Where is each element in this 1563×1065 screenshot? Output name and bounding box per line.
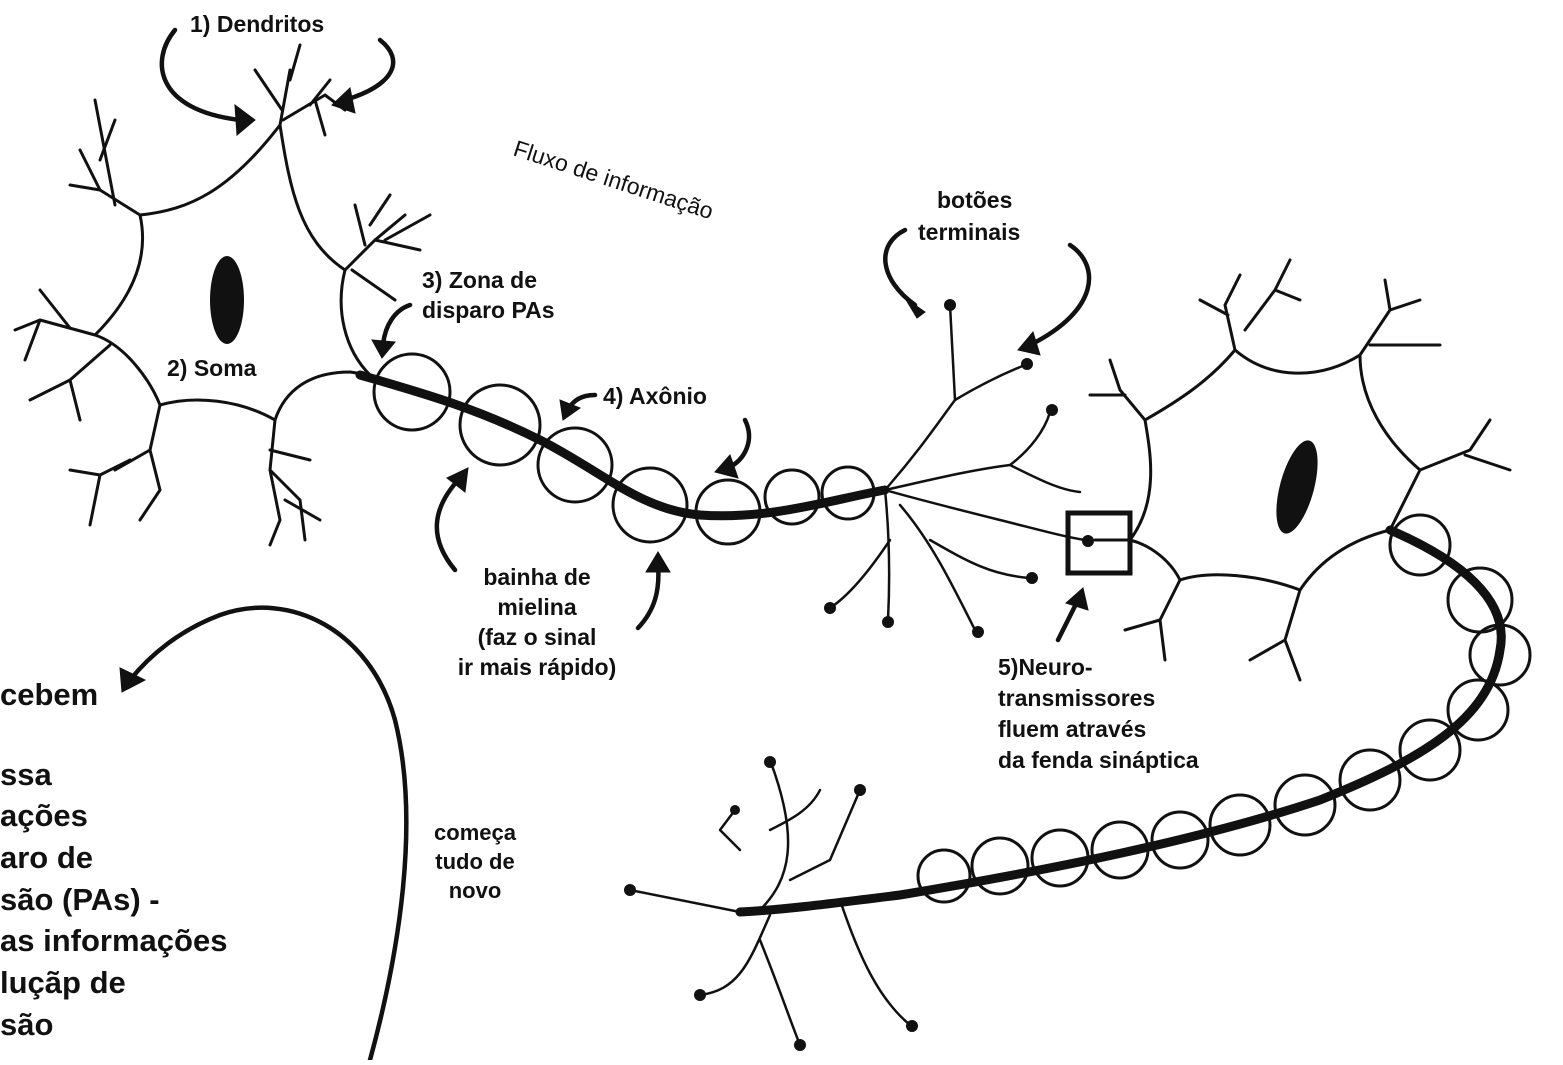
axon-terminals [824,299,1094,638]
synapse-box [1068,513,1130,573]
side-text-line1: cebem [0,677,98,712]
return-arrow [130,608,406,1060]
side-text-line3: ações [0,798,88,833]
axon-terminals-second [624,756,918,1051]
diagram-labels: 1) Dendritos 2) Soma 3) Zona de disparo … [167,11,1199,903]
label-fluxo: Fluxo de informação [510,135,716,224]
side-text-line2: ssa [0,757,52,792]
side-text-line4: aro de [0,840,93,875]
label-neuro-2: transmissores [998,685,1155,711]
label-bainha-3: (faz o sinal [478,624,597,650]
label-botoes-1: botões [937,187,1012,213]
label-bainha-2: mielina [497,594,576,620]
side-text-line5: são (PAs) - [0,882,160,917]
bainha-arrow-right [638,565,658,628]
label-bainha-1: bainha de [483,564,590,590]
label-comeca-1: começa [434,820,517,845]
dendritos-arrow-right [345,40,393,100]
side-text-line6: as informações [0,923,227,958]
label-comeca-2: tudo de [435,849,514,874]
label-neuro-3: fluem através [998,716,1146,742]
side-text-line7: luçãp de [0,965,126,1000]
label-axonio: 4) Axônio [603,383,707,409]
label-bainha-4: ir mais rápido) [458,654,616,680]
side-text: cebem ssa ações aro de são (PAs) - as in… [0,677,227,1042]
label-dendritos: 1) Dendritos [190,11,324,37]
label-comeca-3: novo [449,878,502,903]
botoes-arrow-left [885,230,915,305]
label-zona-2: disparo PAs [422,297,555,323]
botoes-arrow-right [1030,245,1089,345]
first-neuron [15,45,1094,638]
side-text-line8: são [0,1007,53,1042]
soma-outline-second [1130,350,1420,590]
nucleus [210,256,244,344]
dendritos-arrow-left [162,30,240,120]
label-soma: 2) Soma [167,355,257,381]
label-neuro-1: 5)Neuro- [998,654,1093,680]
label-neuro-4: da fenda sináptica [998,747,1199,773]
label-zona-1: 3) Zona de [422,267,537,293]
zona-arrow [383,305,410,345]
label-botoes-2: terminais [918,219,1020,245]
bainha-arrow-left [437,478,460,570]
nucleus-second [1268,436,1326,538]
